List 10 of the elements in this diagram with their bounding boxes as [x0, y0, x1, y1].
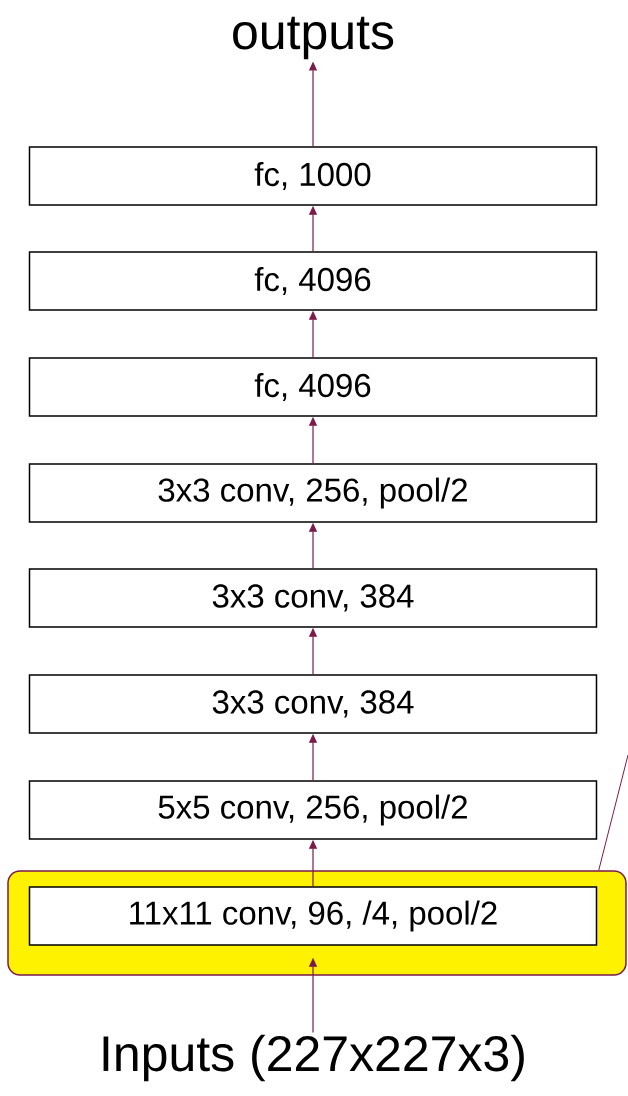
layer-box: fc, 4096 [28, 357, 598, 417]
layer-box: fc, 1000 [28, 146, 598, 206]
layer-box: 3x3 conv, 384 [28, 674, 598, 734]
layer-box: fc, 4096 [28, 251, 598, 311]
caption-text: Inputs (227x227x3) [103, 1034, 524, 1082]
caption-text: outputs [233, 16, 394, 60]
layer-box: 5x5 conv, 256, pool/2 [28, 780, 598, 840]
layer-box: 3x3 conv, 256, pool/2 [28, 463, 598, 523]
layer-box: 11x11 conv, 96, /4, pool/2 [28, 886, 598, 946]
layer-box: 3x3 conv, 384 [28, 568, 598, 628]
